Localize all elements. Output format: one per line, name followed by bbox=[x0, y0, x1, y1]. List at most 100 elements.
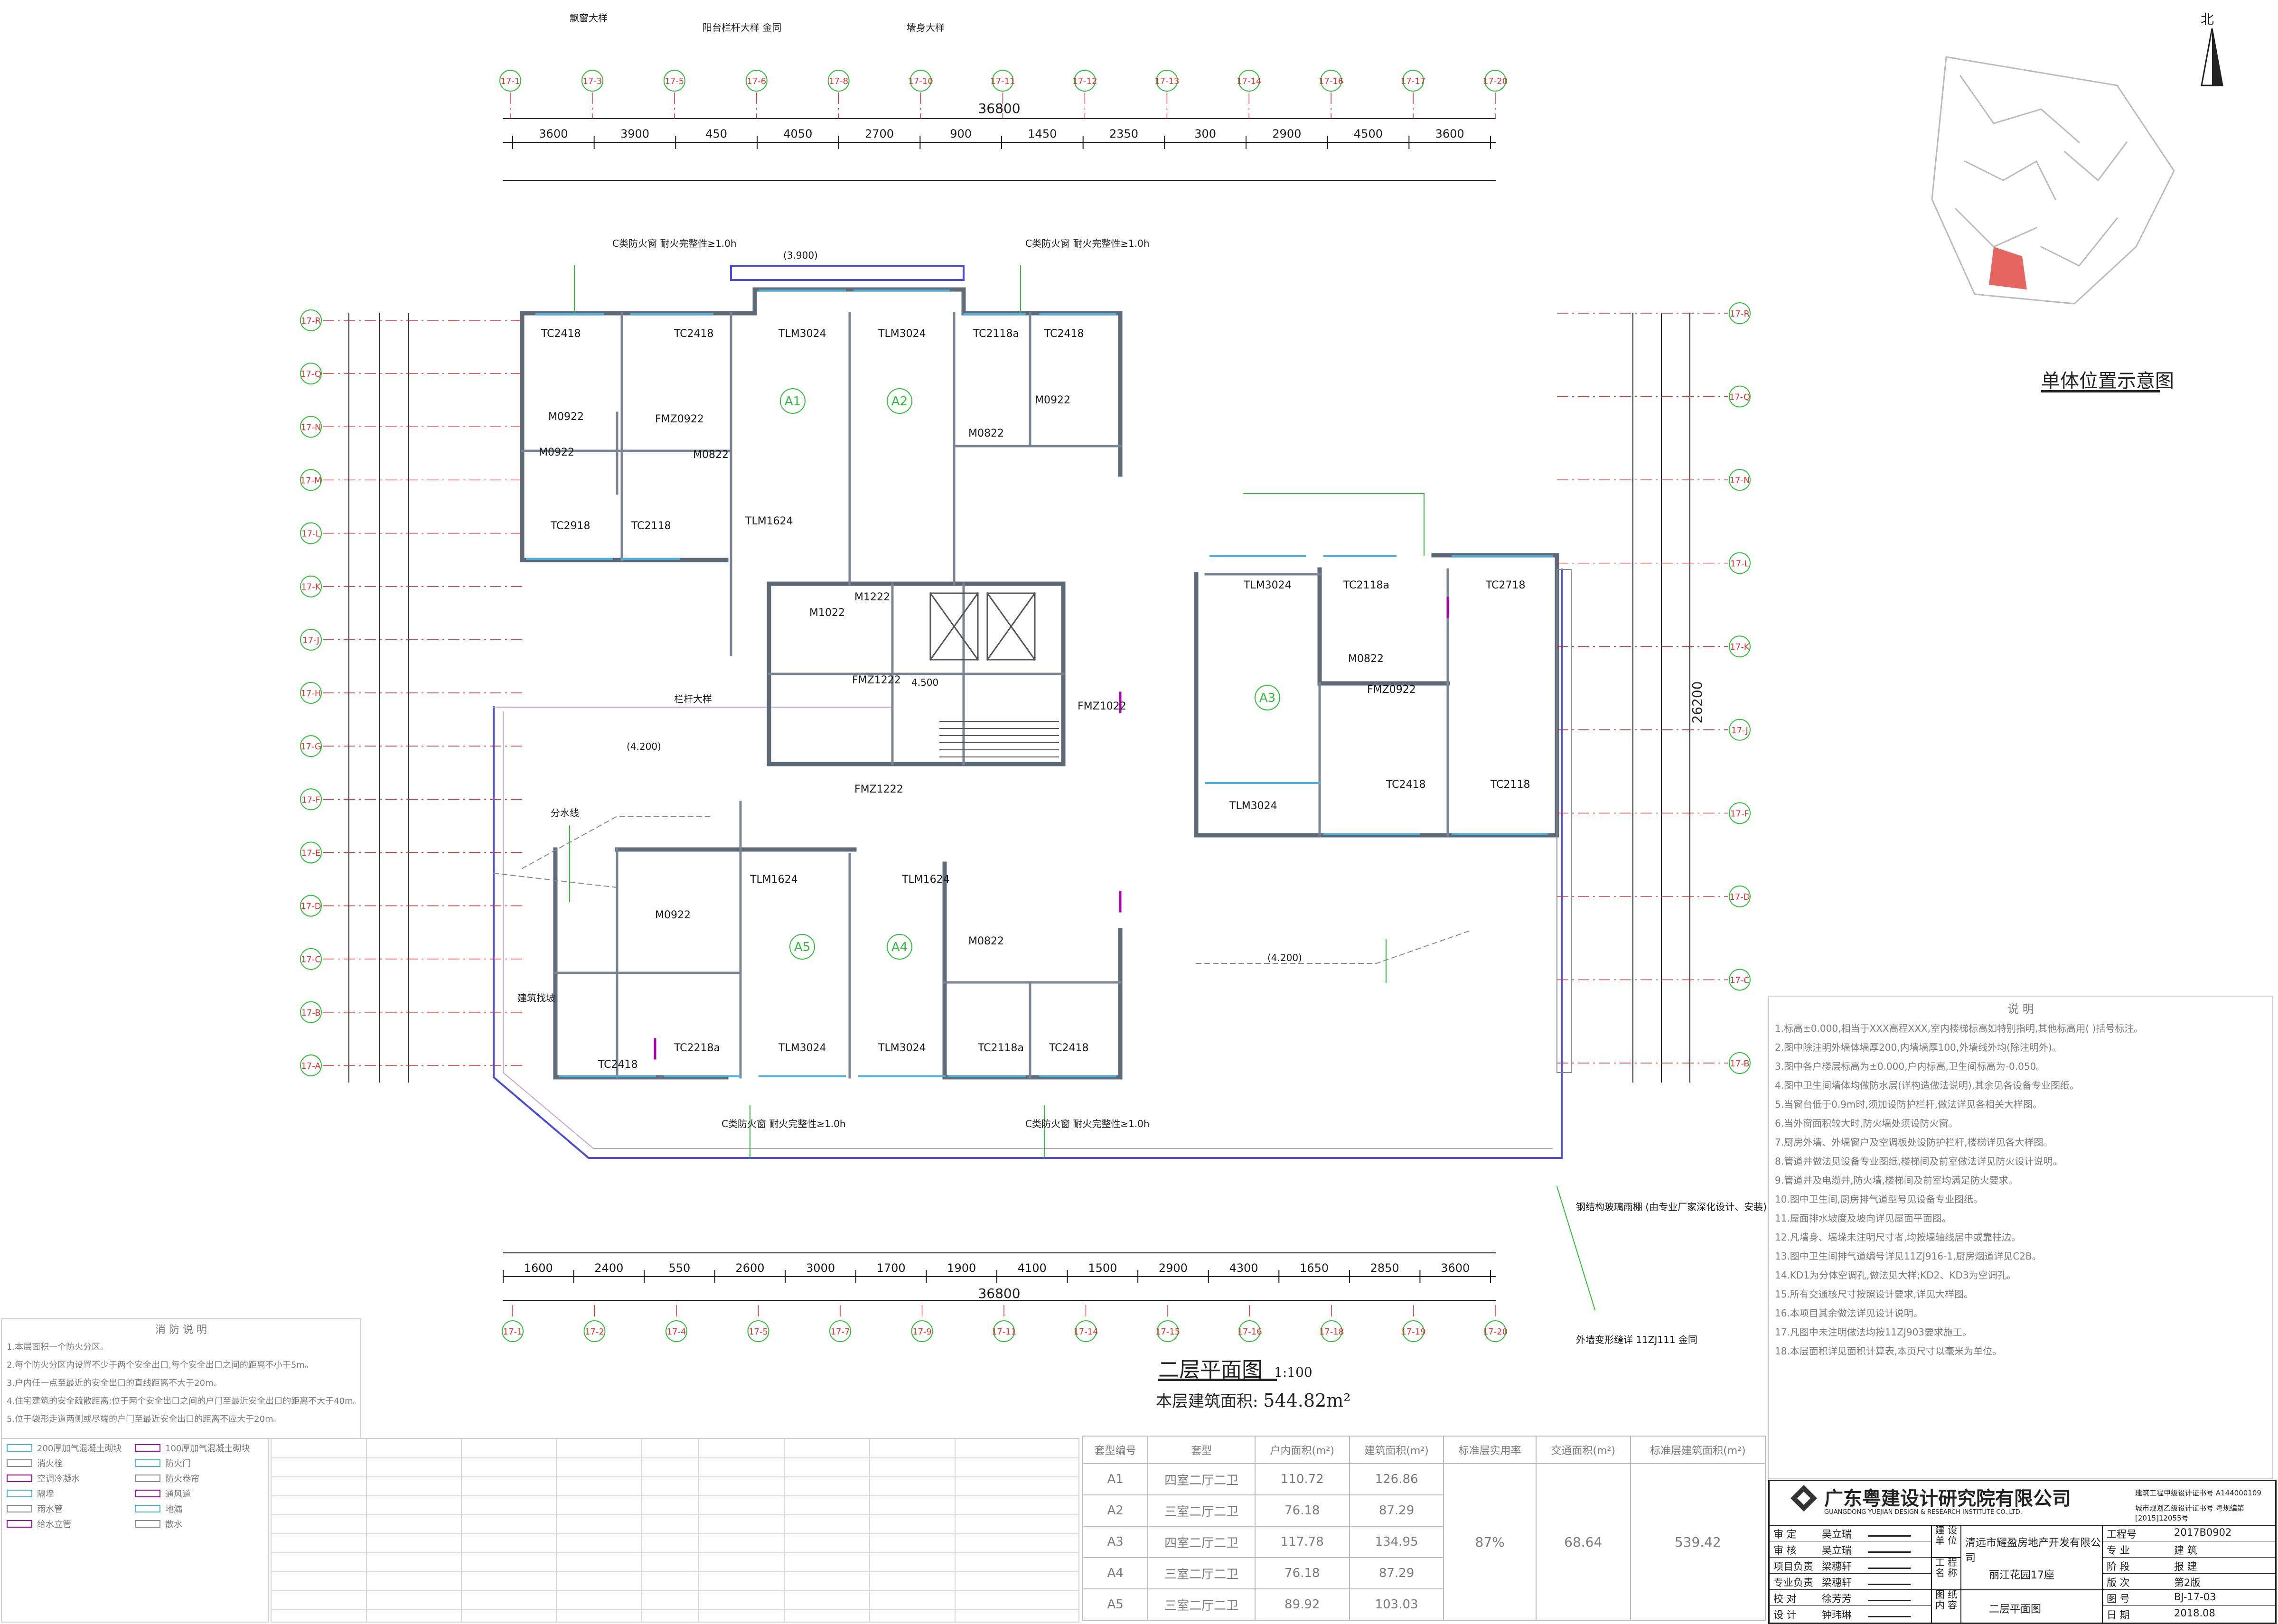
axis-label: 17-R bbox=[1730, 309, 1750, 319]
unit-label: A1 bbox=[785, 394, 801, 409]
info-value: 建 筑 bbox=[2174, 1545, 2197, 1556]
axis-label: 17-4 bbox=[667, 1327, 686, 1337]
axis-bubble bbox=[1074, 70, 1096, 92]
axis-label: 17-Q bbox=[1729, 392, 1750, 402]
axis-label: 17-R bbox=[301, 316, 321, 326]
note-line: 1.标高±0.000,相当于XXX高程XXX,室内楼梯标高如特别指明,其他标高用… bbox=[1775, 1023, 2144, 1034]
axis-label: 17-F bbox=[301, 795, 320, 805]
legend-item: 给水立管 bbox=[7, 1518, 135, 1530]
schedule-grid bbox=[272, 1439, 1078, 1622]
dimension-text: 2700 bbox=[865, 127, 894, 140]
window-label: TC2418 bbox=[1044, 328, 1084, 340]
area-table-header: 建筑面积(m²) bbox=[1349, 1435, 1444, 1465]
drawing-name: 二层平面图 bbox=[1989, 1604, 2042, 1615]
floor-area-label: 本层建筑面积: bbox=[1156, 1392, 1258, 1411]
axis-label: 17-3 bbox=[582, 76, 602, 86]
company-name: 广东粤建设计研究院有限公司 bbox=[1824, 1488, 2071, 1510]
area-table-cell: 110.72 bbox=[1254, 1463, 1350, 1496]
finish-schedule bbox=[271, 1438, 1079, 1623]
info-row: 阶 段报 建 bbox=[2103, 1557, 2276, 1574]
signature-person: 吴立瑞 bbox=[1822, 1545, 1852, 1556]
total-dimension-bottom: 36800 bbox=[978, 1286, 1020, 1301]
plan-annotation: (4.200) bbox=[627, 741, 661, 752]
axis-bubble bbox=[300, 682, 322, 704]
legend-item: 防火门 bbox=[135, 1457, 263, 1469]
axis-bubble bbox=[829, 1320, 851, 1342]
dimension-text: 1700 bbox=[877, 1261, 906, 1275]
legend-item: 空调冷凝水 bbox=[7, 1472, 135, 1484]
axis-bubble bbox=[1156, 70, 1178, 92]
axis-label: 17-M bbox=[300, 476, 322, 485]
area-table-cell: A4 bbox=[1082, 1557, 1149, 1590]
signature-person: 吴立瑞 bbox=[1822, 1529, 1852, 1540]
info-value: 2017B0902 bbox=[2174, 1527, 2232, 1538]
legend-swatch bbox=[7, 1520, 32, 1528]
axis-label: 17-9 bbox=[912, 1327, 932, 1337]
plan-annotation: 建筑找坡 bbox=[517, 992, 555, 1004]
unit-bubble bbox=[789, 934, 815, 960]
axis-bubble bbox=[300, 309, 322, 331]
axis-label: 17-13 bbox=[1154, 76, 1179, 86]
unit-label: A4 bbox=[891, 940, 908, 954]
axis-label: 17-20 bbox=[1483, 1327, 1508, 1337]
axis-bubble bbox=[1075, 1320, 1097, 1342]
unit-label: A5 bbox=[794, 940, 810, 954]
dimension-text: 300 bbox=[1194, 127, 1216, 140]
axis-bubble bbox=[1729, 802, 1751, 824]
axis-label: 17-J bbox=[1731, 726, 1748, 736]
info-row: 版 次第2版 bbox=[2103, 1573, 2276, 1590]
note-line: 4.图中卫生间墙体均做防水层(详构造做法说明),其余见各设备专业图纸。 bbox=[1775, 1080, 2080, 1091]
dimension-text: 1650 bbox=[1300, 1261, 1329, 1275]
area-table-cell: 76.18 bbox=[1254, 1494, 1350, 1527]
axis-label: 17-16 bbox=[1237, 1327, 1262, 1337]
window-label: TLM3024 bbox=[878, 328, 926, 340]
axis-bubble bbox=[1729, 302, 1751, 324]
info-key: 专 业 bbox=[2107, 1545, 2130, 1556]
area-table-summary: 87% bbox=[1443, 1463, 1537, 1621]
door-label: M0822 bbox=[1348, 653, 1384, 665]
legend-swatch bbox=[7, 1475, 32, 1482]
fire-notes-list: 1.本层面积一个防火分区。2.每个防火分区内设置不少于两个安全出口,每个安全出口… bbox=[2, 1336, 360, 1430]
axis-bubble bbox=[1157, 1320, 1179, 1342]
fire-notes-heading: 消 防 说 明 bbox=[155, 1324, 207, 1336]
plan-annotation: (3.900) bbox=[783, 250, 818, 261]
window-label: TLM1624 bbox=[901, 874, 950, 886]
axis-label: 17-17 bbox=[1401, 76, 1425, 86]
axis-label: 17-15 bbox=[1155, 1327, 1180, 1337]
axis-label: 17-18 bbox=[1319, 1327, 1344, 1337]
axis-bubble bbox=[300, 841, 322, 864]
legend-text: 防火卷帘 bbox=[165, 1474, 199, 1484]
client-label: 建 设 单 位 bbox=[1932, 1525, 1961, 1558]
door-label: FMZ0922 bbox=[655, 413, 704, 425]
note-line: 18.本层面积详见面积计算表,本页尺寸以毫米为单位。 bbox=[1775, 1345, 2002, 1357]
project-label: 工 程 名 称 bbox=[1932, 1557, 1961, 1590]
site-caption-underline bbox=[2041, 390, 2160, 392]
area-table-cell: A3 bbox=[1082, 1526, 1149, 1559]
notes-heading: 说 明 bbox=[2007, 1002, 2034, 1016]
axis-bubble bbox=[1320, 70, 1342, 92]
axis-bubble bbox=[1729, 552, 1751, 574]
unit-bubble bbox=[1255, 685, 1280, 710]
area-table-summary: 68.64 bbox=[1535, 1463, 1631, 1621]
signature-role: 专业负责 bbox=[1773, 1577, 1813, 1588]
area-table-cell: 89.92 bbox=[1254, 1588, 1350, 1621]
total-dimension-top: 36800 bbox=[978, 101, 1020, 116]
legend-item: 消火栓 bbox=[7, 1457, 135, 1469]
legend-text: 雨水管 bbox=[37, 1504, 63, 1514]
area-table-cell: 76.18 bbox=[1254, 1557, 1350, 1590]
fire-notes: 消 防 说 明 1.本层面积一个防火分区。2.每个防火分区内设置不少于两个安全出… bbox=[1, 1318, 361, 1439]
axis-label: 17-C bbox=[301, 955, 321, 965]
note-line: 2.每个防火分区内设置不少于两个安全出口,每个安全出口之间的距离不小于5m。 bbox=[7, 1360, 313, 1370]
floor-area: 本层建筑面积: 544.82m² bbox=[1156, 1388, 1351, 1411]
window-label: TC2218a bbox=[674, 1042, 720, 1054]
window-label: TC2118 bbox=[631, 520, 671, 532]
door-label: M0822 bbox=[693, 449, 729, 461]
axis-bubble bbox=[300, 1001, 322, 1023]
dimension-text: 1500 bbox=[1088, 1261, 1117, 1275]
axis-bubble bbox=[300, 735, 322, 757]
plan-annotation: C类防火窗 耐火完整性≥1.0h bbox=[722, 1118, 846, 1129]
legend-item: 100厚加气混凝土砌块 bbox=[135, 1442, 263, 1454]
legend-swatch bbox=[135, 1520, 160, 1528]
